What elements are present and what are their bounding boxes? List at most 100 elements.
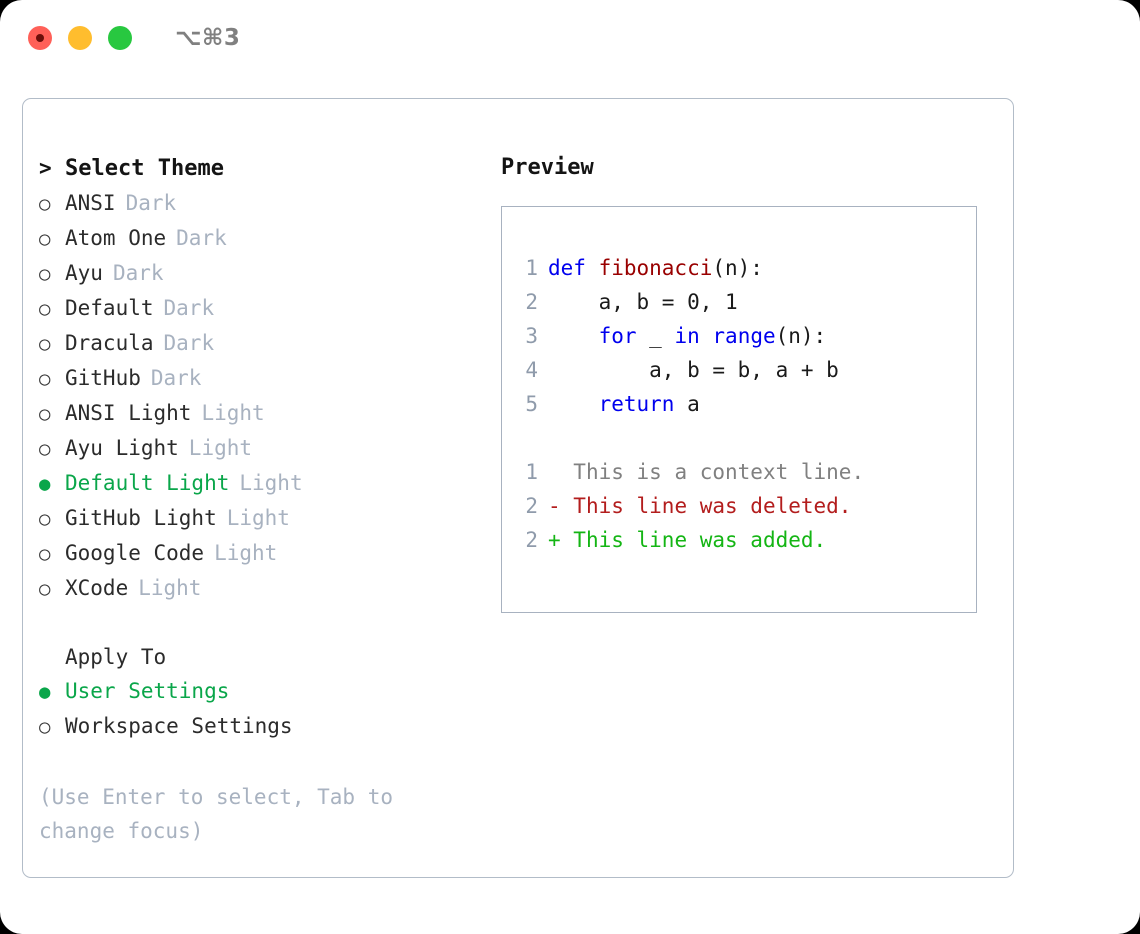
theme-item-label: GitHub: [65, 366, 141, 390]
apply-to-item-user-settings[interactable]: ● User Settings: [39, 674, 499, 709]
theme-item-label: Default Light: [65, 471, 230, 495]
theme-item-label: Atom One: [65, 226, 167, 250]
radio-unselected-icon: ○: [39, 193, 51, 215]
theme-item-default-light[interactable]: ● Default Light Light: [39, 466, 499, 501]
code-token: def: [548, 256, 599, 280]
theme-item-label: ANSI Light: [65, 401, 192, 425]
code-token: (n):: [712, 256, 763, 280]
theme-item-tag: Light: [239, 471, 303, 495]
code-token: return: [598, 392, 675, 416]
radio-selected-icon: ●: [39, 473, 51, 495]
theme-item-label: Google Code: [65, 541, 205, 565]
maximize-button[interactable]: [108, 26, 132, 50]
theme-item-github-light[interactable]: ○ GitHub Light Light: [39, 501, 499, 536]
apply-to-item-label: User Settings: [65, 679, 230, 703]
apply-to-item-label: Workspace Settings: [65, 714, 293, 738]
diff-text: This is a context line.: [573, 460, 865, 484]
code-line: 3 for _ in range(n):: [516, 319, 864, 353]
diff-marker: -: [548, 494, 574, 518]
code-token: for: [598, 324, 637, 348]
theme-item-xcode[interactable]: ○ XCode Light: [39, 571, 499, 606]
theme-item-ayu-light[interactable]: ○ Ayu Light Light: [39, 431, 499, 466]
line-number: 3: [525, 324, 538, 348]
theme-item-tag: Light: [214, 541, 278, 565]
theme-item-tag: Dark: [125, 191, 177, 215]
select-theme-heading: > Select Theme: [39, 151, 499, 186]
code-token: a, b = b, a + b: [548, 358, 839, 382]
theme-item-default[interactable]: ○ Default Dark: [39, 291, 499, 326]
diff-line-ctx: 1 This is a context line.: [516, 455, 864, 489]
code-token: [700, 324, 713, 348]
theme-item-atom-one[interactable]: ○ Atom One Dark: [39, 221, 499, 256]
apply-to-item-workspace-settings[interactable]: ○ Workspace Settings: [39, 709, 499, 744]
caret-icon: >: [39, 156, 52, 180]
diff-line-add: 2+ This line was added.: [516, 523, 864, 557]
diff-text: This line was added.: [573, 528, 827, 552]
radio-unselected-icon: ○: [39, 333, 51, 355]
theme-item-label: GitHub Light: [65, 506, 217, 530]
code-token: a: [674, 392, 700, 416]
minimize-button[interactable]: [68, 26, 92, 50]
line-number: 1: [525, 460, 538, 484]
line-number: 1: [525, 256, 538, 280]
code-line: 4 a, b = b, a + b: [516, 353, 864, 387]
theme-item-tag: Dark: [163, 296, 215, 320]
code-token: _: [636, 324, 675, 348]
radio-unselected-icon: ○: [39, 578, 51, 600]
diff-marker: +: [548, 528, 574, 552]
close-button[interactable]: [28, 26, 52, 50]
radio-selected-icon: ●: [39, 681, 51, 703]
radio-unselected-icon: ○: [39, 263, 51, 285]
theme-item-google-code[interactable]: ○ Google Code Light: [39, 536, 499, 571]
traffic-lights: [28, 26, 132, 50]
theme-item-label: XCode: [65, 576, 129, 600]
code-token: in: [674, 324, 700, 348]
theme-item-tag: Dark: [150, 366, 202, 390]
radio-unselected-icon: ○: [39, 368, 51, 390]
line-number: 2: [525, 290, 538, 314]
diff-marker: [548, 460, 573, 484]
theme-item-tag: Light: [201, 401, 265, 425]
preview-title: Preview: [501, 155, 594, 180]
theme-item-github[interactable]: ○ GitHub Dark: [39, 361, 499, 396]
theme-item-label: Ayu: [65, 261, 103, 285]
diff-line-del: 2- This line was deleted.: [516, 489, 864, 523]
radio-unselected-icon: ○: [39, 438, 51, 460]
radio-unselected-icon: ○: [39, 228, 51, 250]
theme-item-tag: Dark: [176, 226, 227, 250]
theme-item-label: Default: [65, 296, 154, 320]
theme-item-label: ANSI: [65, 191, 116, 215]
theme-item-tag: Light: [138, 576, 202, 600]
line-number: 2: [525, 494, 538, 518]
code-line: 5 return a: [516, 387, 864, 421]
theme-item-tag: Dark: [112, 261, 164, 285]
theme-item-tag: Light: [188, 436, 253, 460]
line-number: 5: [525, 392, 538, 416]
list-spacer: [39, 606, 499, 640]
diff-text: This line was deleted.: [573, 494, 852, 518]
keyboard-hint: (Use Enter to select, Tab to change focu…: [39, 785, 406, 843]
radio-unselected-icon: ○: [39, 298, 51, 320]
radio-unselected-icon: ○: [39, 508, 51, 530]
theme-item-label: Ayu Light: [65, 436, 179, 460]
radio-unselected-icon: ○: [39, 403, 51, 425]
radio-unselected-icon: ○: [39, 716, 51, 738]
theme-item-ansi-light[interactable]: ○ ANSI Light Light: [39, 396, 499, 431]
radio-unselected-icon: ○: [39, 543, 51, 565]
apply-to-list: ● User Settings ○ Workspace Settings: [39, 674, 499, 744]
theme-item-ansi[interactable]: ○ ANSI Dark: [39, 186, 499, 221]
theme-item-label: Dracula: [65, 331, 154, 355]
theme-item-ayu[interactable]: ○ Ayu Dark: [39, 256, 499, 291]
theme-item-tag: Light: [226, 506, 290, 530]
code-token: range: [712, 324, 776, 348]
keyboard-shortcut-label: ⌥⌘3: [175, 25, 241, 51]
title-bar: ⌥⌘3: [0, 0, 1140, 76]
